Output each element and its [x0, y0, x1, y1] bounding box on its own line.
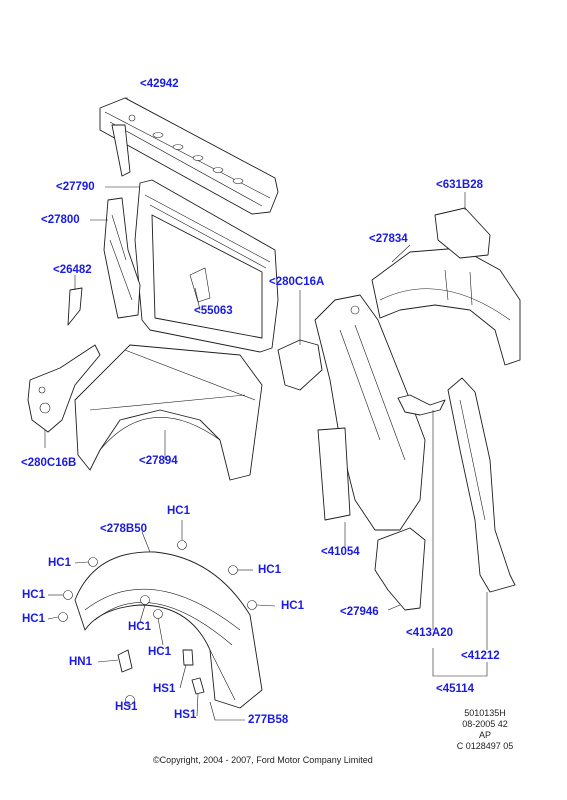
reference-line-1: 5010135H	[464, 708, 506, 718]
callout-hc1-left-2[interactable]: HC1	[22, 589, 46, 601]
callout-631B28[interactable]: <631B28	[436, 179, 483, 191]
callout-280C16B[interactable]: <280C16B	[21, 457, 77, 469]
roof-rail-part	[99, 97, 279, 215]
wheel-arch-outer-part	[74, 344, 263, 481]
callout-hc1-right-2[interactable]: HC1	[281, 600, 305, 612]
side-panel-frame-part	[134, 179, 279, 353]
callout-27790[interactable]: <27790	[56, 181, 95, 193]
callout-45114[interactable]: <45114	[436, 683, 475, 695]
wheel-arch-liner-part	[74, 551, 263, 709]
callout-413A20[interactable]: <413A20	[406, 627, 453, 639]
callout-55063[interactable]: <55063	[194, 305, 233, 317]
callout-hc1-left-3[interactable]: HC1	[22, 613, 46, 625]
callout-hs1-a[interactable]: HS1	[153, 683, 176, 695]
callout-27894[interactable]: <27894	[139, 455, 178, 467]
callout-hn1[interactable]: HN1	[69, 656, 93, 668]
callout-27834[interactable]: <27834	[369, 233, 408, 245]
rear-pillar-part	[447, 377, 516, 593]
callout-42942[interactable]: <42942	[140, 78, 179, 90]
reference-code: 5010135H 08-2005 42 AP C 0128497 05	[445, 708, 525, 752]
callout-hc1-left-1[interactable]: HC1	[48, 557, 72, 569]
reference-line-2: 08-2005 42	[462, 719, 508, 729]
callout-hs1-b[interactable]: HS1	[115, 701, 138, 713]
c-pillar-bracket-part	[277, 339, 323, 391]
callout-hs1-c[interactable]: HS1	[174, 709, 197, 721]
callout-26482[interactable]: <26482	[53, 264, 92, 276]
copyright-notice: ©Copyright, 2004 - 2007, Ford Motor Comp…	[153, 755, 373, 765]
callout-41054[interactable]: <41054	[321, 546, 360, 558]
small-bracket-part	[67, 287, 83, 326]
leader-lines	[44, 97, 488, 721]
callout-hc1-top[interactable]: HC1	[167, 505, 191, 517]
clip-bracket-part	[397, 394, 446, 416]
callout-27800[interactable]: <27800	[41, 214, 80, 226]
callout-278B50[interactable]: <278B50	[100, 523, 147, 535]
reference-line-4: C 0128497 05	[456, 741, 514, 751]
callout-41212[interactable]: <41212	[461, 650, 500, 662]
fastener-clips	[58, 540, 257, 705]
callout-27946[interactable]: <27946	[340, 606, 379, 618]
callout-277B58[interactable]: 277B58	[248, 714, 289, 726]
reference-line-3: AP	[478, 730, 491, 740]
callout-hc1-mid-1[interactable]: HC1	[128, 621, 152, 633]
callout-hc1-mid-2[interactable]: HC1	[148, 646, 172, 658]
callout-hc1-right-1[interactable]: HC1	[258, 564, 282, 576]
wheelhouse-inner-part	[371, 247, 521, 366]
d-pillar-inner-part	[314, 294, 426, 531]
callout-280C16A[interactable]: <280C16A	[269, 276, 325, 288]
rear-bracket-part	[27, 344, 101, 433]
pillar-inner-part	[103, 197, 141, 319]
tail-bracket-part	[374, 527, 426, 611]
